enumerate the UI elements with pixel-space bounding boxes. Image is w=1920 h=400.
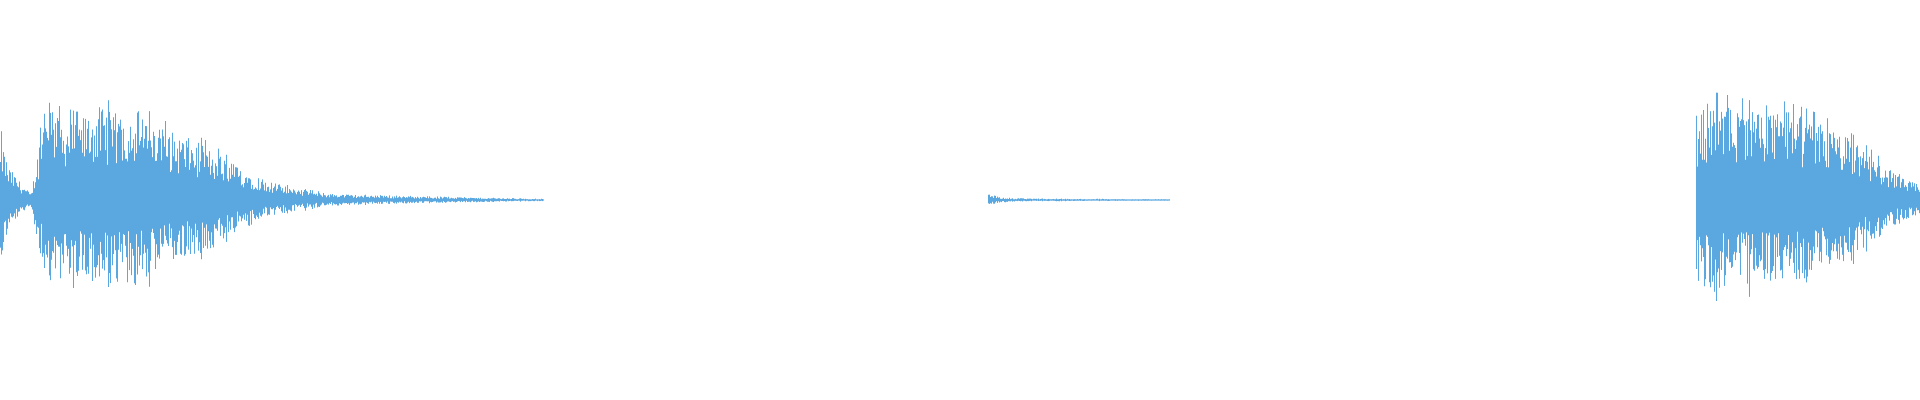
sound-burst-2 [988, 194, 1170, 204]
sound-burst-1 [0, 100, 544, 288]
sound-burst-3 [1696, 92, 1920, 301]
sound-burst-3-trace [1696, 92, 1920, 301]
sound-burst-2-trace [988, 194, 1170, 204]
sound-burst-1-trace [0, 100, 544, 288]
